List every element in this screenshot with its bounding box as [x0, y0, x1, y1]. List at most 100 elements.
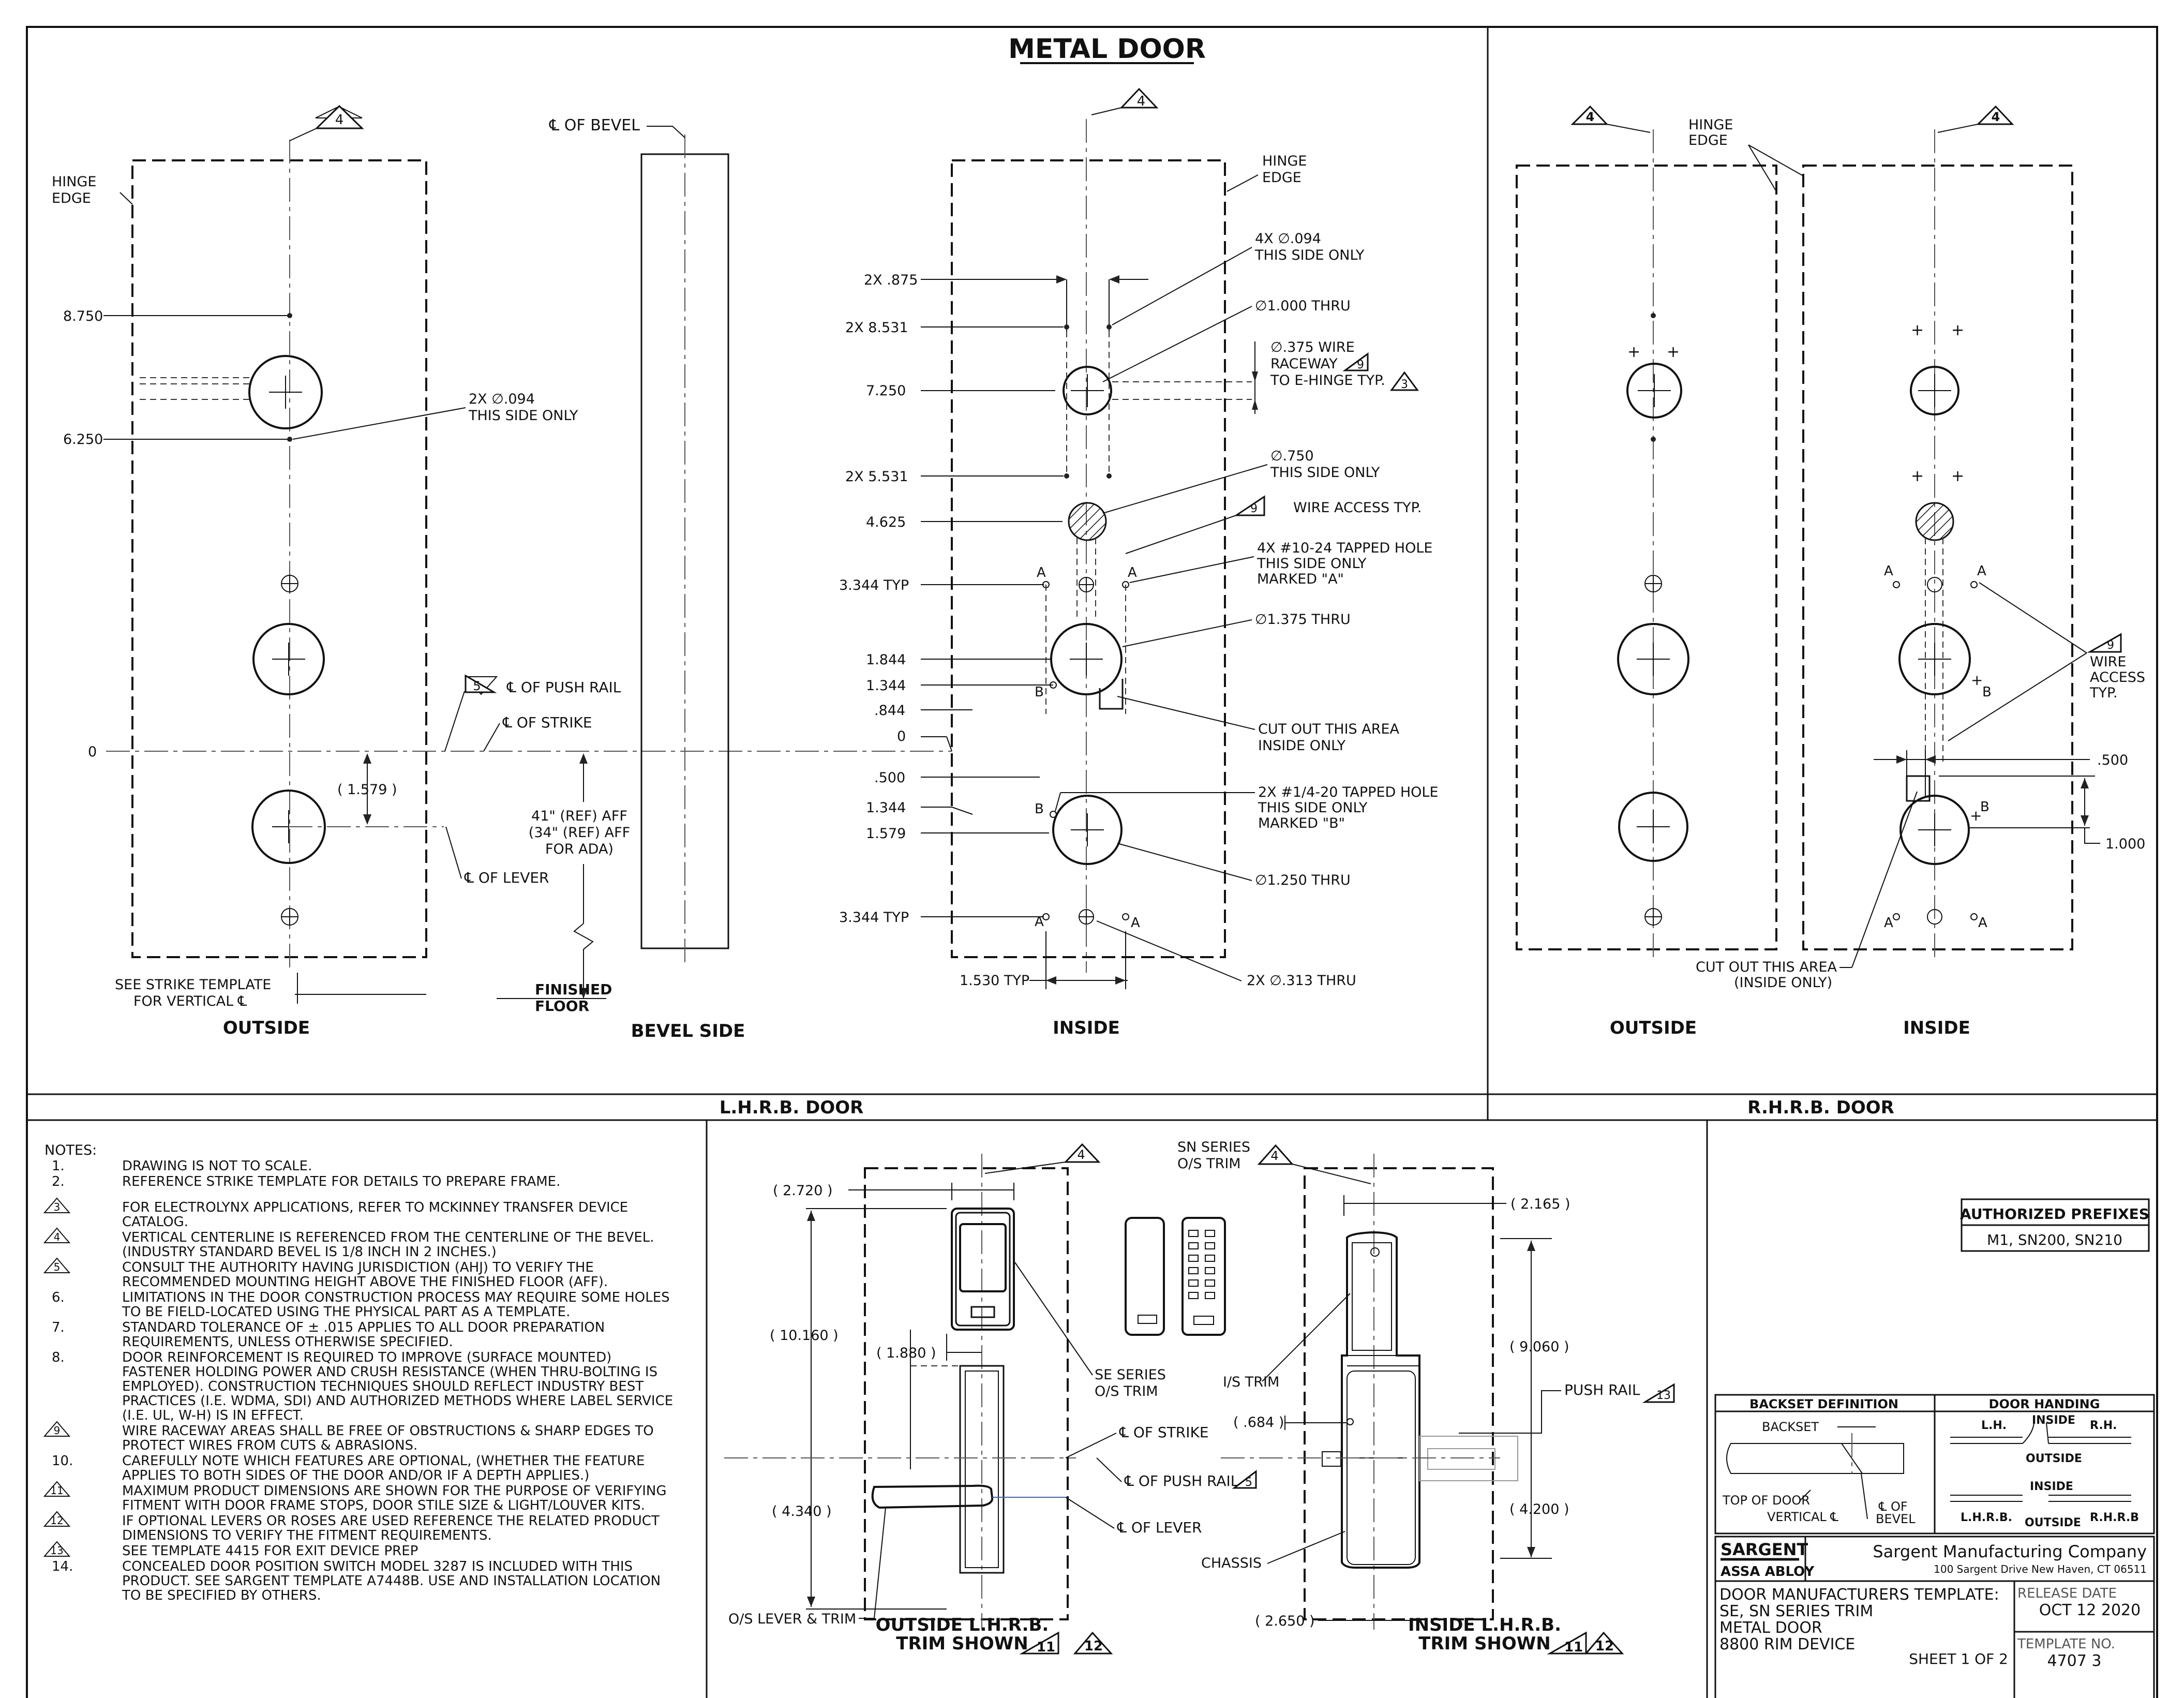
svg-text:TYP.: TYP. [2089, 685, 2118, 701]
svg-text:4: 4 [1270, 1149, 1278, 1163]
cl-lever-label: ℄ OF LEVER [464, 869, 549, 886]
svg-text:A: A [1977, 563, 1986, 579]
note-revision-triangle [43, 1421, 71, 1437]
svg-text:4X ∅.094: 4X ∅.094 [1255, 231, 1321, 247]
svg-text:PUSH RAIL: PUSH RAIL [1564, 1381, 1640, 1398]
notes-heading: NOTES: [44, 1142, 97, 1158]
bevel-side-view: ℄ OF BEVEL BEVEL SIDE [549, 116, 745, 1041]
svg-text:TRIM SHOWN: TRIM SHOWN [1418, 1633, 1551, 1654]
svg-text:L.H.: L.H. [1981, 1419, 2007, 1432]
note-number: 3 [54, 1201, 61, 1213]
note-item: 14.CONCEALED DOOR POSITION SWITCH MODEL … [52, 1559, 661, 1603]
cl-push-rail-label: ℄ OF PUSH RAIL [506, 679, 621, 696]
note-text-line: EMPLOYED). CONSTRUCTION TECHNIQUES SHOUL… [122, 1379, 644, 1394]
svg-text:I/S TRIM: I/S TRIM [1223, 1374, 1279, 1390]
aff-label-1: 41" (REF) AFF [531, 808, 627, 824]
note-text-line: LIMITATIONS IN THE DOOR CONSTRUCTION PRO… [122, 1290, 670, 1305]
note-text-line: DRAWING IS NOT TO SCALE. [122, 1158, 312, 1174]
svg-text:∅.750: ∅.750 [1270, 448, 1314, 464]
svg-text:+: + [1951, 321, 1964, 339]
svg-text:B: B [1035, 684, 1044, 700]
note-text-line: VERTICAL CENTERLINE IS REFERENCED FROM T… [122, 1230, 654, 1245]
svg-text:5: 5 [1245, 1476, 1252, 1489]
svg-text:SHEET 1 OF 2: SHEET 1 OF 2 [1909, 1650, 2008, 1667]
note-text-line: STANDARD TOLERANCE OF ± .015 APPLIES TO … [122, 1320, 605, 1335]
dim-6250: 6.250 [63, 431, 103, 448]
inside-label: INSIDE [1053, 1018, 1120, 1038]
svg-text:INSIDE: INSIDE [2030, 1480, 2073, 1493]
lhrb-section-title: L.H.R.B. DOOR [720, 1097, 864, 1118]
svg-text:.844: .844 [874, 703, 905, 719]
svg-text:A: A [1037, 565, 1046, 580]
note-revision-triangle [43, 1257, 71, 1273]
note-text-line: CONCEALED DOOR POSITION SWITCH MODEL 328… [122, 1559, 633, 1574]
page-title: METAL DOOR [1008, 34, 1206, 65]
svg-text:Sargent Manufacturing Company: Sargent Manufacturing Company [1873, 1542, 2147, 1561]
inside-hinge-edge-1: HINGE [1262, 153, 1307, 169]
svg-text:SN SERIES: SN SERIES [1177, 1139, 1250, 1155]
note-text-line: IF OPTIONAL LEVERS OR ROSES ARE USED REF… [122, 1513, 660, 1529]
svg-text:OCT 12 2020: OCT 12 2020 [2039, 1601, 2141, 1619]
svg-text:2X 8.531: 2X 8.531 [845, 320, 908, 336]
svg-text:ACCESS: ACCESS [2090, 669, 2145, 686]
outside-label: OUTSIDE [223, 1018, 310, 1038]
svg-text:O/S LEVER & TRIM: O/S LEVER & TRIM [728, 1611, 856, 1627]
svg-text:( 1.880 ): ( 1.880 ) [876, 1345, 936, 1361]
svg-text:INSIDE ONLY: INSIDE ONLY [1258, 738, 1346, 754]
svg-text:( 4.340 ): ( 4.340 ) [772, 1503, 832, 1520]
finished-floor-label-1: FINISHED [535, 981, 612, 998]
svg-text:+: + [1970, 807, 1982, 824]
svg-text:R.H.: R.H. [2090, 1419, 2117, 1432]
svg-text:( 2.720 ): ( 2.720 ) [773, 1183, 833, 1199]
svg-text:( .684 ): ( .684 ) [1233, 1414, 1284, 1431]
note-text-line: DIMENSIONS TO VERIFY THE FITMENT REQUIRE… [122, 1528, 492, 1543]
svg-text:4.625: 4.625 [866, 514, 906, 530]
svg-text:SE, SN SERIES TRIM: SE, SN SERIES TRIM [1719, 1602, 1873, 1620]
svg-text:2X 5.531: 2X 5.531 [845, 469, 908, 485]
svg-text:CUT OUT THIS AREA: CUT OUT THIS AREA [1696, 959, 1837, 975]
svg-text:+: + [1667, 343, 1680, 361]
dim-0: 0 [88, 744, 97, 760]
sheet-frame [26, 26, 2158, 1698]
svg-text:3.344 TYP: 3.344 TYP [839, 577, 909, 593]
svg-text:THIS SIDE ONLY: THIS SIDE ONLY [1258, 800, 1368, 816]
svg-text:∅1.375 THRU: ∅1.375 THRU [1255, 612, 1351, 628]
inside-trim-view: 4 ( 2.165 ) ( 9.060 ) ( 4.200 ) I/S TRIM… [1201, 1144, 1675, 1655]
note-text-line: REFERENCE STRIKE TEMPLATE FOR DETAILS TO… [122, 1174, 560, 1189]
note-revision-triangle [43, 1197, 71, 1213]
hinge-edge-label-1: HINGE [52, 174, 96, 190]
svg-text:( 10.160 ): ( 10.160 ) [770, 1328, 839, 1344]
svg-text:TO E-HINGE TYP.: TO E-HINGE TYP. [1270, 373, 1385, 389]
svg-text:BACKSET DEFINITION: BACKSET DEFINITION [1749, 1397, 1898, 1411]
note-text-line: FITMENT WITH DOOR FRAME STOPS, DOOR STIL… [122, 1498, 645, 1513]
svg-text:L.H.R.B.: L.H.R.B. [1961, 1511, 2012, 1524]
svg-text:4X #10-24 TAPPED HOLE: 4X #10-24 TAPPED HOLE [1257, 540, 1432, 556]
sargent-logo: SARGENT [1721, 1540, 1808, 1559]
svg-text:11: 11 [1564, 1640, 1583, 1655]
svg-text:B: B [1982, 684, 1992, 700]
aff-label-3: FOR ADA) [545, 841, 614, 857]
svg-text:METAL DOOR: METAL DOOR [1719, 1619, 1822, 1637]
svg-text:OUTSIDE L.H.R.B.: OUTSIDE L.H.R.B. [876, 1615, 1049, 1635]
svg-text:7.250: 7.250 [866, 383, 906, 399]
note-number: 7. [52, 1320, 65, 1335]
cl-strike-label: ℄ OF STRIKE [502, 714, 592, 731]
svg-text:O/S TRIM: O/S TRIM [1095, 1383, 1158, 1399]
svg-text:4: 4 [1586, 110, 1595, 124]
svg-text:2X .875: 2X .875 [864, 272, 918, 288]
svg-text:∅1.250 THRU: ∅1.250 THRU [1255, 872, 1351, 888]
note-number: 13 [50, 1544, 63, 1557]
note-text-line: APPLIES TO BOTH SIDES OF THE DOOR AND/OR… [122, 1468, 589, 1483]
notes-section: NOTES: 1.DRAWING IS NOT TO SCALE.2.REFER… [43, 1142, 673, 1603]
svg-text:℄ OF STRIKE: ℄ OF STRIKE [1119, 1424, 1209, 1441]
svg-text:.500: .500 [2097, 752, 2128, 768]
svg-text:2X #1/4-20 TAPPED HOLE: 2X #1/4-20 TAPPED HOLE [1258, 784, 1439, 800]
svg-text:B: B [1980, 799, 1989, 815]
svg-text:1.344: 1.344 [866, 678, 906, 694]
holes-094-label-1: 2X ∅.094 [469, 391, 535, 407]
keypad-buttons [1188, 1230, 1215, 1299]
